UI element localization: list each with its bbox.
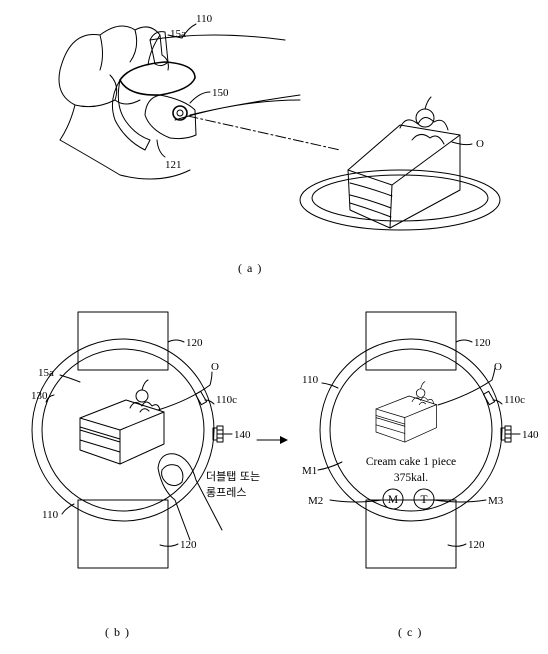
camera-lens: [172, 105, 188, 121]
band-top-b: [77, 311, 169, 371]
watch-body-a: [119, 61, 196, 96]
crown-b[interactable]: [212, 425, 224, 443]
watch-outer-b: [31, 338, 215, 522]
plate: [299, 169, 501, 231]
food-name: Cream cake 1 piece: [366, 456, 456, 468]
menu-button-m[interactable]: [382, 488, 404, 510]
label-O-c: O: [494, 361, 502, 373]
side-button-c[interactable]: [482, 390, 496, 406]
tapping-finger: [157, 453, 223, 541]
cake-large: [347, 96, 461, 229]
label-120-top-c: 120: [474, 337, 491, 349]
label-130: 130: [31, 390, 48, 402]
band-bottom-b: [77, 499, 169, 569]
camera-sight-line: [187, 115, 341, 151]
label-110-b: 110: [42, 509, 59, 521]
label-120-bottom-c: 120: [468, 539, 485, 551]
band-top-c: [365, 311, 457, 371]
label-O-a: O: [476, 138, 484, 150]
gesture-text-line1: 더블탭 또는: [206, 470, 260, 483]
menu-button-t-label: T: [420, 494, 427, 506]
menu-button-t[interactable]: [413, 488, 435, 510]
label-110-a: 110: [196, 13, 213, 25]
caption-a: ( a ): [238, 261, 262, 275]
label-140-b: 140: [234, 429, 251, 441]
transition-arrow: [256, 436, 288, 444]
label-120-top-b: 120: [186, 337, 203, 349]
label-110c-b: 110c: [216, 394, 237, 406]
label-15a-a: 15a: [170, 28, 186, 40]
label-O-b: O: [211, 361, 219, 373]
label-121: 121: [165, 159, 182, 171]
watch-screen-c: [329, 348, 493, 512]
label-M1: M1: [302, 465, 317, 477]
caption-c: ( c ): [398, 625, 422, 639]
arm-outline: [59, 34, 301, 180]
calorie-value: 375kal.: [394, 472, 428, 484]
band-bottom-c: [365, 499, 457, 569]
label-M2: M2: [308, 495, 323, 507]
caption-b: ( b ): [105, 625, 130, 639]
label-150: 150: [212, 87, 229, 99]
menu-button-m-label: M: [388, 494, 398, 506]
cake-on-screen-b: [79, 379, 165, 465]
crown-c[interactable]: [500, 425, 512, 443]
watch-side-a: [144, 94, 197, 140]
gesture-text-line2: 롱프레스: [206, 486, 246, 499]
label-120-bottom-b: 120: [180, 539, 197, 551]
label-140-c: 140: [522, 429, 539, 441]
hand-outline: [58, 25, 169, 141]
label-M3: M3: [488, 495, 504, 507]
panel-a: 15a 110 150 121 O ( a ): [58, 13, 501, 275]
cake-on-screen-c: [375, 381, 437, 443]
label-110-c: 110: [302, 374, 319, 386]
panel-b: 120 120 15a 130 O 110c 140 110 더블탭 또는 롱프…: [31, 311, 260, 639]
watch-outer-c: [319, 338, 503, 522]
label-110c-c: 110c: [504, 394, 525, 406]
panel-c: Cream cake 1 piece 375kal. M T 120 120 1…: [302, 311, 539, 639]
label-15a-b: 15a: [38, 367, 54, 379]
watch-band-a: [111, 79, 151, 151]
watch-screen-b: [41, 348, 205, 512]
